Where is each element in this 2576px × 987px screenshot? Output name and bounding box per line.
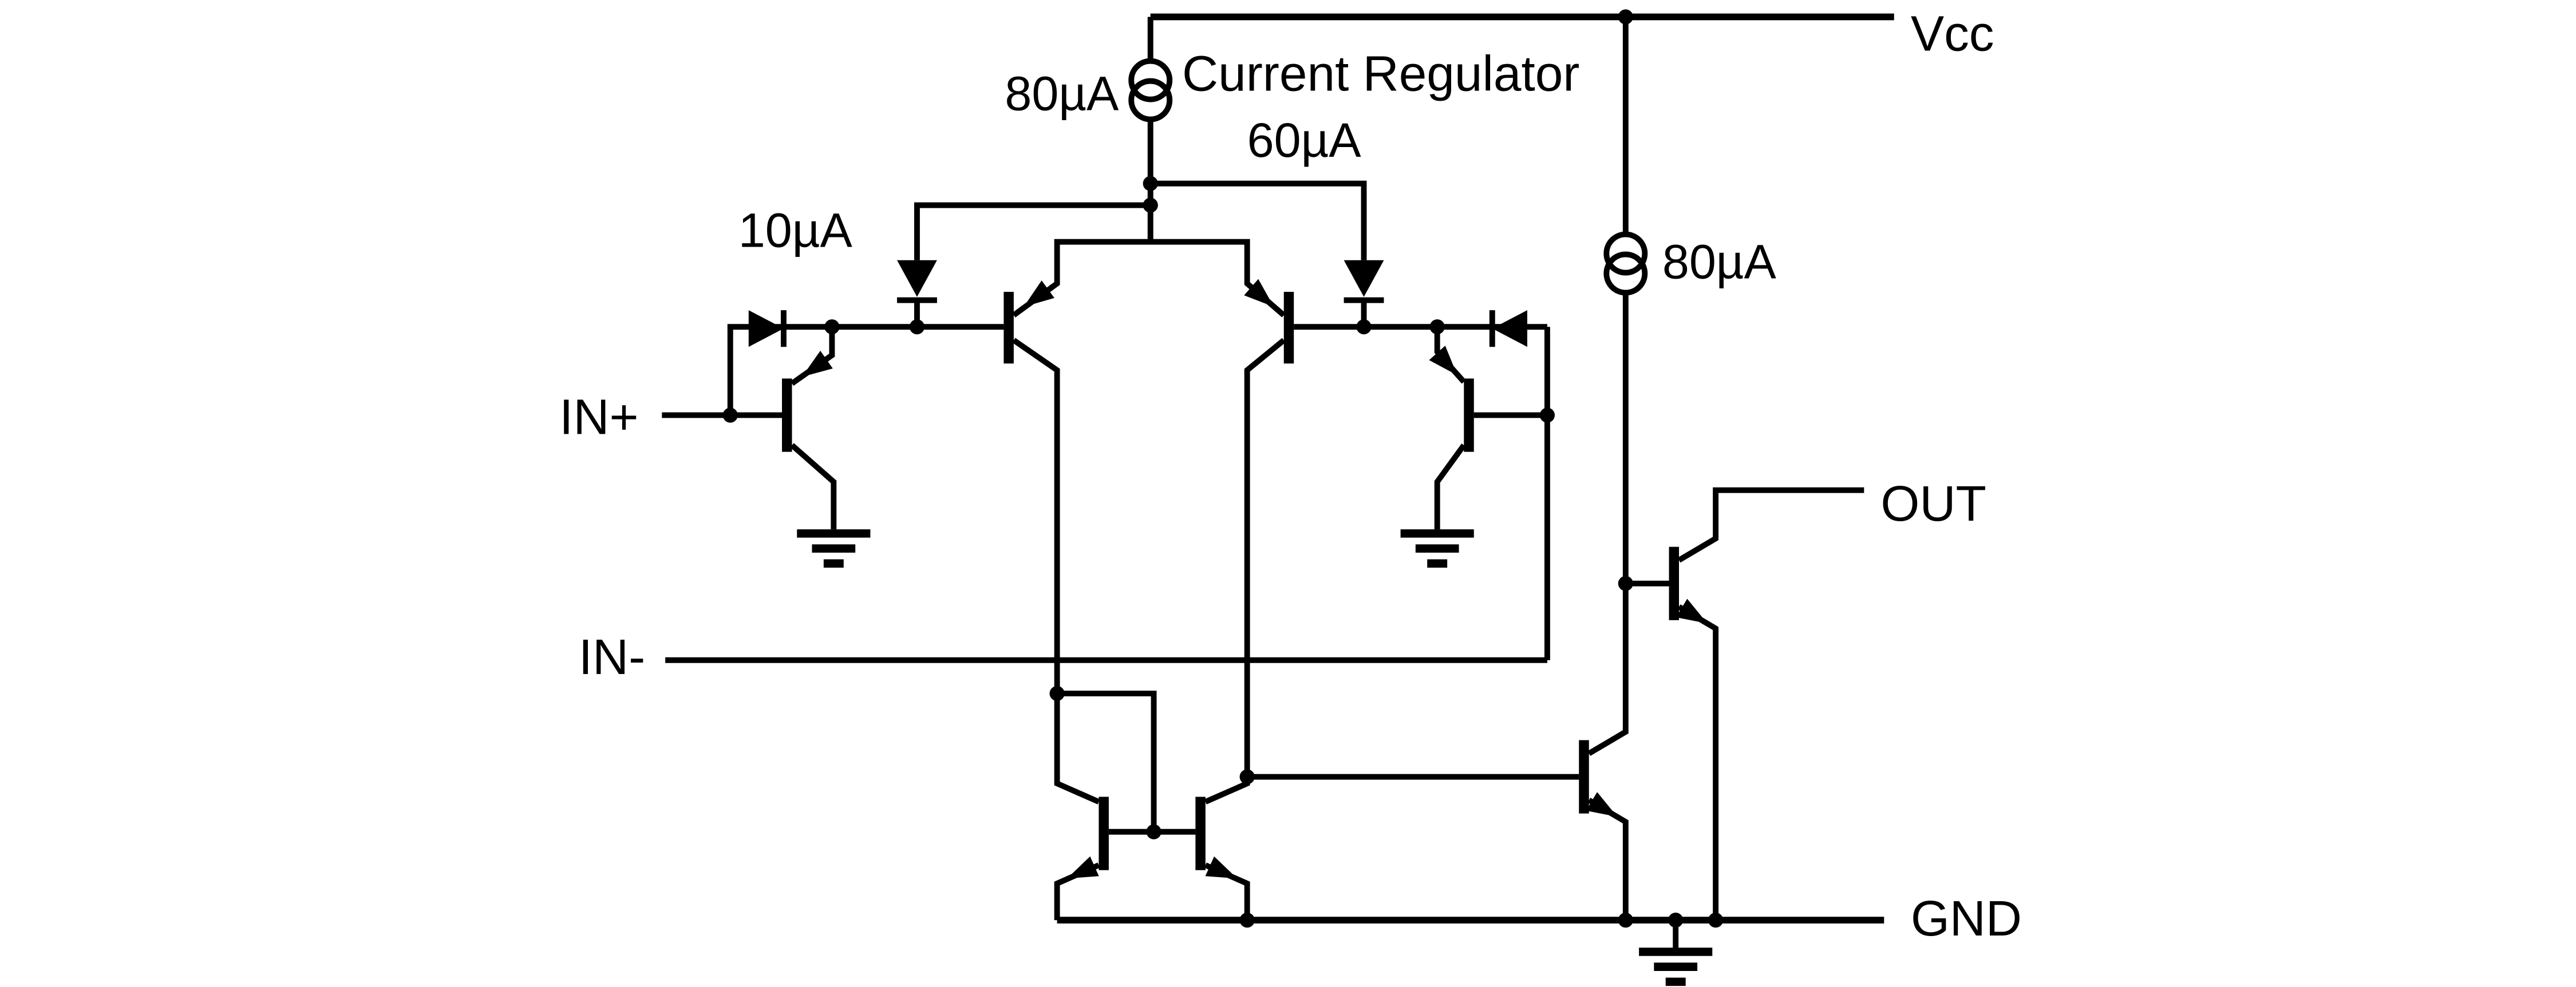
transistor-base-bar [1003,292,1014,364]
output-stage: 80µA OUT [1247,17,1986,921]
vcc-rail: Vcc [1150,6,1994,62]
transistor-diff-left [1003,292,1100,804]
vcc-label: Vcc [1911,6,1994,62]
diode-triangle [896,260,937,297]
diode-protection-right [1489,310,1527,347]
current-source-symbol [1128,58,1173,122]
emitter-wire [1587,798,1629,921]
npn-emitter-arrow [1676,598,1708,624]
transistor-base-bar [1669,546,1680,620]
junction-dot [1239,769,1255,784]
junction-dot [1539,407,1555,423]
diode-triangle [1344,260,1384,297]
junction-dot [1708,913,1724,928]
collector-out-wire [1677,487,1864,563]
npn-emitter-arrow [1067,856,1099,879]
transistor-driver [1247,583,1629,921]
transistor-input-follower-neg [1429,327,1547,530]
current-source-circle [1603,231,1648,276]
pnp-emitter-arrow [1024,280,1054,307]
junction-dot [1618,576,1633,591]
input-stage-in-plus: IN+ 10µA [559,203,1004,568]
input-stage-in-minus: IN- [579,310,1555,685]
diff-pair-tail [1012,239,1286,318]
collector-wire [1012,338,1100,804]
current-regulator-label: Current Regulator [1182,46,1579,102]
transistor-output [1625,487,1864,921]
junction-dot [1618,913,1633,928]
current-source-symbol [1603,231,1648,296]
diode-down-right [1344,260,1384,303]
input-current-label: 10µA [738,203,853,257]
transistor-base-bar [782,378,792,452]
npn-emitter-arrow [1205,856,1238,879]
collector-wire [790,443,837,530]
in-plus-label: IN+ [559,389,638,445]
collector-wire [1204,338,1286,804]
collector-wire [1587,583,1629,756]
ground-symbol [797,529,871,568]
branch-wire [914,202,1151,260]
node-a-wire [727,324,1004,415]
mirror-diode-loop-wire [1057,691,1157,832]
bias-diode-branch-left [896,202,1151,335]
in-minus-label: IN- [579,629,645,685]
diode-protection-left [748,310,787,347]
diode-triangle [748,310,784,347]
current-source-circle [1128,58,1173,102]
current-mirror [1049,685,1255,921]
emitter-wire [790,327,835,386]
emitter-wire [1677,604,1719,921]
transistor-base-bar [1099,796,1109,870]
diff-pair [1003,292,1294,804]
collector-wire [1434,443,1467,530]
transistor-base-bar [1579,740,1589,814]
out-label: OUT [1880,475,1986,532]
transistor-mirror-left [1054,796,1109,921]
transistor-mirror-right [1195,796,1250,921]
npn-emitter-arrow [1586,792,1618,817]
transistor-base-bar [1464,378,1474,452]
tail-current-label: 60µA [1247,113,1362,167]
gnd-rail: GND [1057,890,2022,986]
ground-symbol [1639,948,1713,986]
branch-wire [1150,180,1367,260]
tail-split-wire [1012,239,1286,318]
ground-symbol [1400,529,1474,568]
pnp-emitter-arrow [801,351,833,377]
pnp-emitter-arrow [1244,279,1274,307]
pnp-emitter-arrow [1429,346,1457,375]
gnd-label: GND [1911,890,2022,946]
diode-down-left [896,260,937,303]
junction-dot [1239,913,1255,928]
transistor-base-bar [1195,796,1206,870]
diode-triangle [1492,310,1527,347]
transistor-base-bar [1283,292,1294,364]
output-stage-current-label: 80µA [1662,235,1777,289]
transistor-input-follower-pos [782,327,837,530]
transistor-diff-right [1204,292,1294,804]
bias-diode-branch-right [1150,180,1384,335]
regulator-current-label: 80µA [1005,66,1119,120]
current-regulator-source: 80µA Current Regulator 60µA [1005,17,1579,242]
